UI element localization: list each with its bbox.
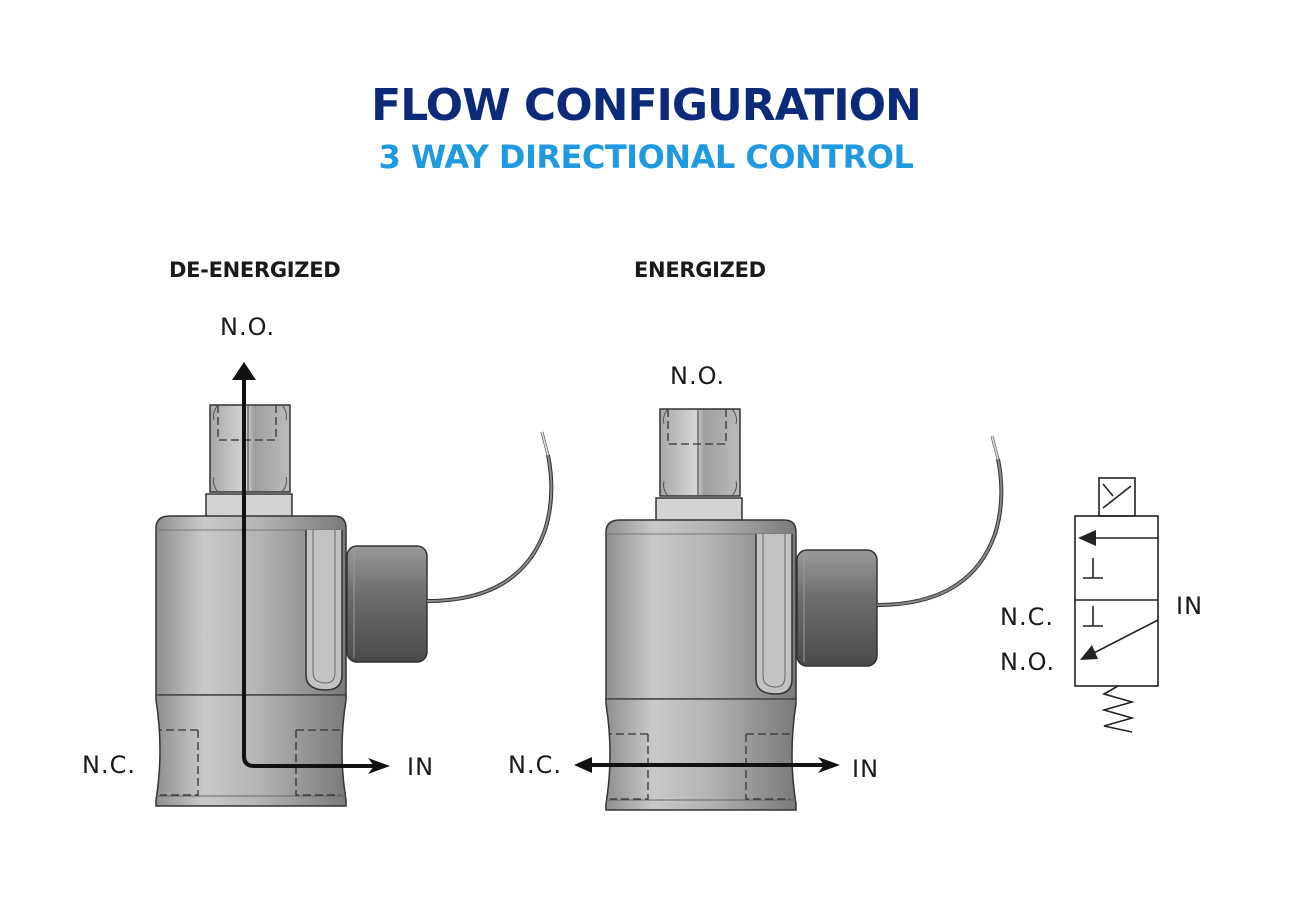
energized-heading: ENERGIZED <box>634 258 766 282</box>
energized-in-label: IN <box>852 755 880 783</box>
energized-flow-arrow <box>574 757 840 773</box>
energized-valve <box>604 407 1004 812</box>
valve-schematic-symbol <box>1074 477 1159 733</box>
energized-nc-label: N.C. <box>508 751 562 779</box>
de-energized-flow-arrow <box>232 362 390 774</box>
page-subtitle: 3 WAY DIRECTIONAL CONTROL <box>378 138 914 176</box>
de-energized-nc-label: N.C. <box>82 751 136 779</box>
symbol-nc-label: N.C. <box>1000 603 1054 631</box>
symbol-in-label: IN <box>1176 592 1204 620</box>
symbol-no-label: N.O. <box>1000 648 1056 676</box>
page-title: FLOW CONFIGURATION <box>371 80 922 131</box>
de-energized-in-label: IN <box>407 753 435 781</box>
de-energized-valve <box>154 403 554 808</box>
de-energized-no-label: N.O. <box>220 313 276 341</box>
de-energized-heading: DE-ENERGIZED <box>169 258 341 282</box>
energized-no-label: N.O. <box>670 362 726 390</box>
